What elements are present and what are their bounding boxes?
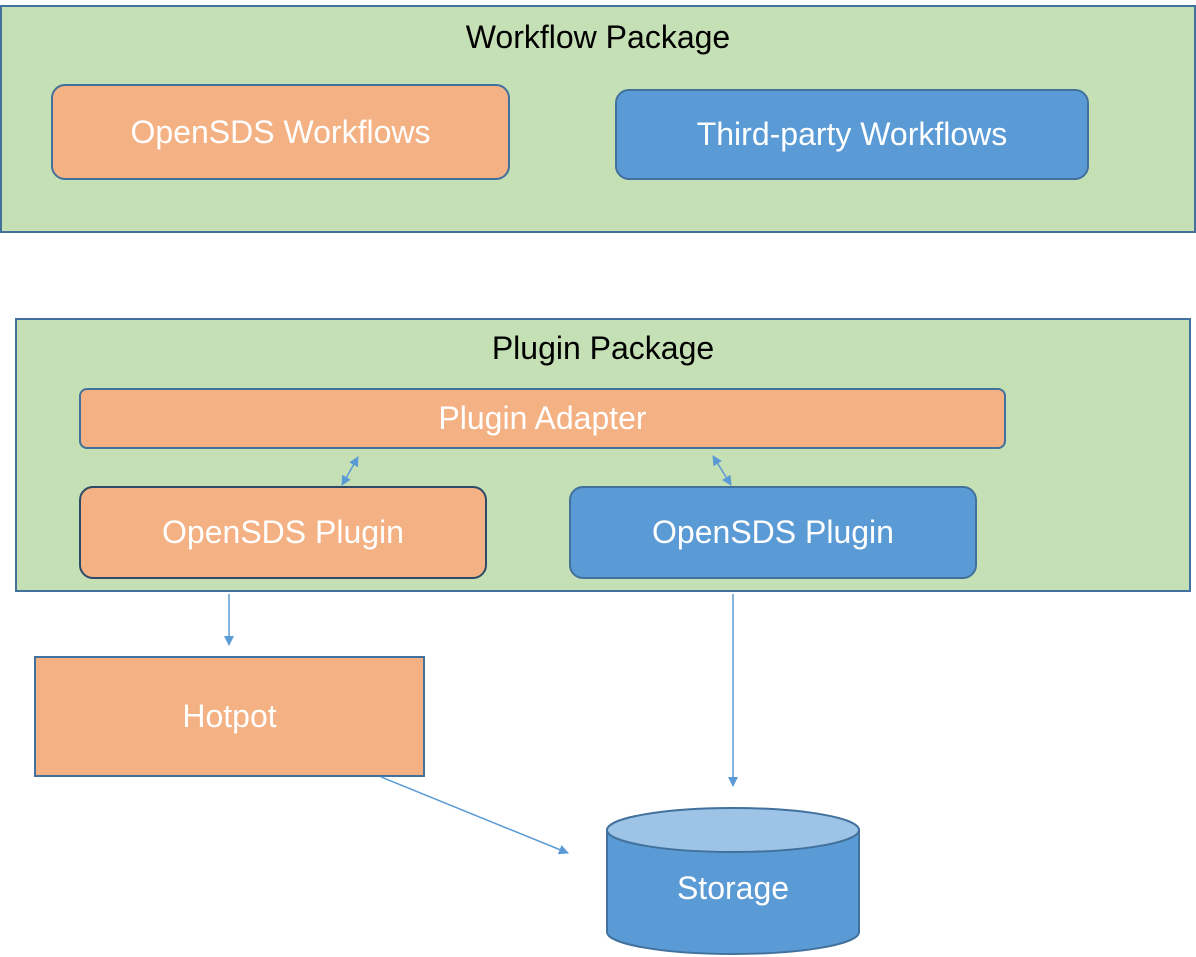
hotpot-label: Hotpot <box>182 698 277 734</box>
opensds-workflows-box[interactable]: OpenSDS Workflows <box>51 84 510 180</box>
third-party-workflows-box[interactable]: Third-party Workflows <box>615 89 1089 180</box>
storage-label: Storage <box>676 870 790 906</box>
third-party-workflows-label: Third-party Workflows <box>696 116 1008 152</box>
opensds-plugin-left-box[interactable]: OpenSDS Plugin <box>79 486 487 579</box>
plugin-adapter-label: Plugin Adapter <box>438 400 647 436</box>
plugin-adapter-box[interactable]: Plugin Adapter <box>79 388 1006 449</box>
hotpot-to-storage-arrow <box>380 776 569 855</box>
hotpot-box[interactable]: Hotpot <box>34 656 425 777</box>
opensds-plugin-right-box[interactable]: OpenSDS Plugin <box>569 486 977 579</box>
plugin-package-title: Plugin Package <box>491 330 715 366</box>
workflow-package-title: Workflow Package <box>465 19 731 55</box>
opensds-workflows-label: OpenSDS Workflows <box>130 113 431 150</box>
opensds-plugin-right-label: OpenSDS Plugin <box>652 514 894 550</box>
opensds-plugin-left-label: OpenSDS Plugin <box>162 514 404 550</box>
